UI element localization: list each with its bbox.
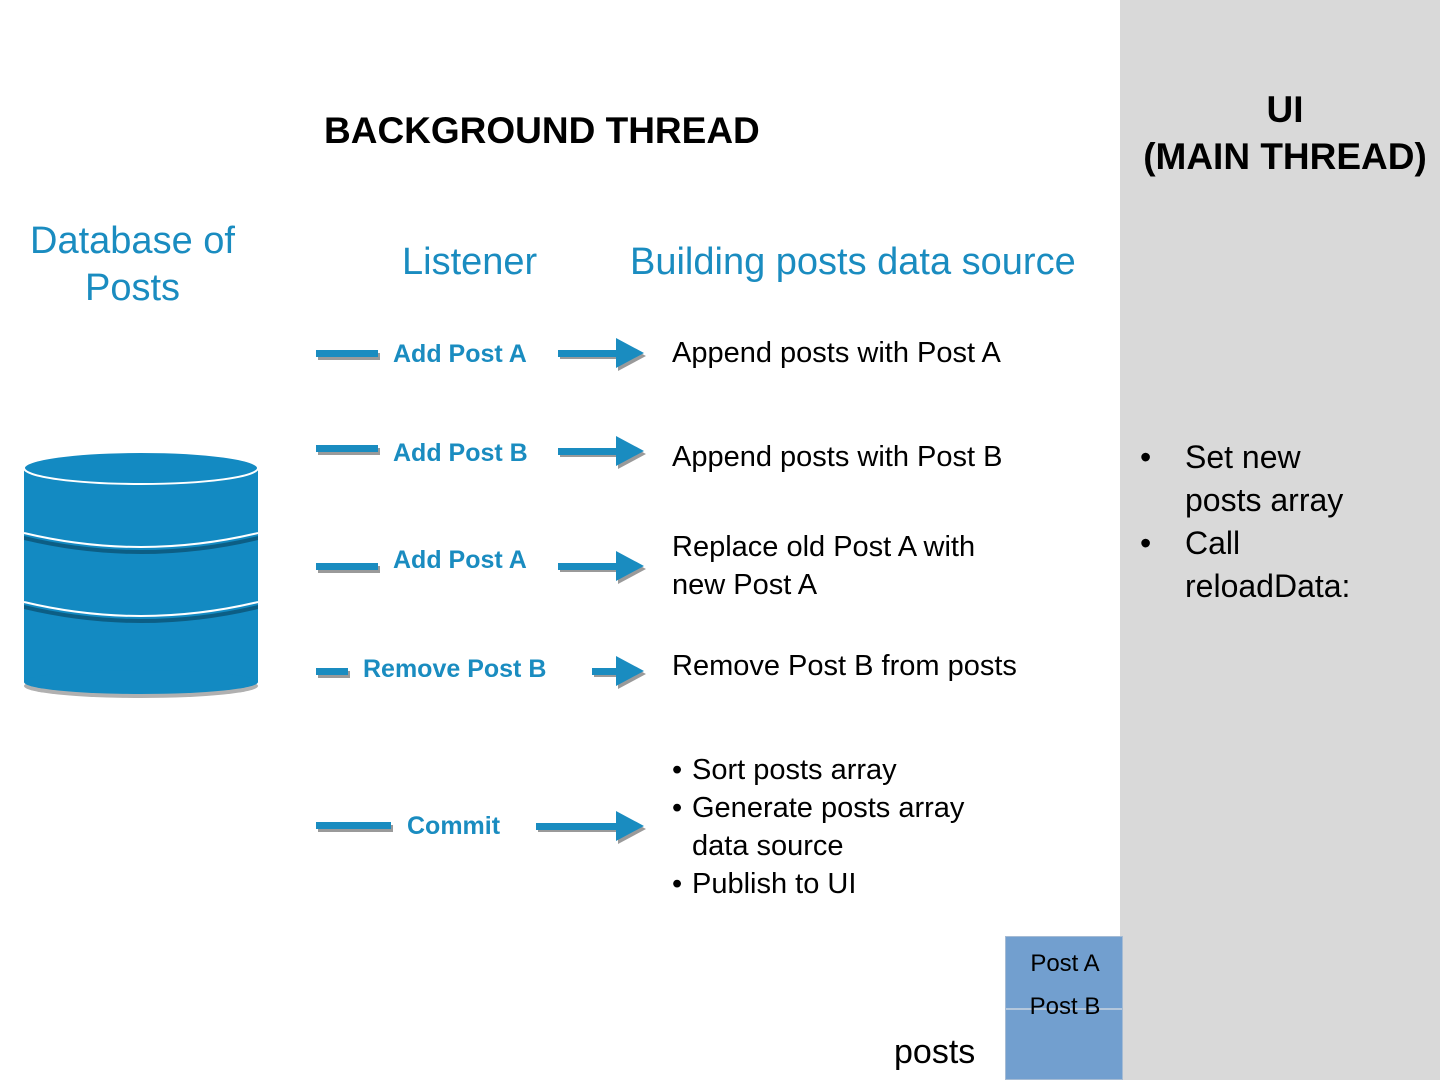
commit-step-continuation-text: data source [692,830,844,862]
event-description: Remove Post B from posts [672,650,1017,682]
database-heading-line2: Posts [84,267,181,309]
ui-action-line: Set new [1185,439,1301,475]
commit-step: Sort posts array [672,751,964,789]
listener-heading: Listener [402,241,538,283]
event-description-line1: Replace old Post A with [672,531,976,563]
ui-action-item: Call reloadData: [1140,522,1350,608]
event-label: Add Post A [393,546,527,574]
event-label: Add Post B [393,439,528,467]
listener-line [316,563,378,570]
commit-steps-list: Sort posts array Generate posts array da… [672,751,964,903]
right-arrow-icon [536,811,646,844]
background-thread-title: BACKGROUND THREAD [324,110,760,151]
right-arrow-icon [592,656,646,689]
ui-action-item: Set new posts array [1140,436,1350,522]
ui-action-line: posts array [1185,482,1344,518]
commit-step: Generate posts array [672,789,964,827]
posts-array-item: Post A [1030,950,1100,977]
event-description-line2: new Post A [672,569,818,601]
database-cylinder-icon [23,451,259,698]
right-arrow-icon [558,551,646,584]
event-description: Append posts with Post B [672,441,1003,473]
ui-action-line: reloadData: [1185,568,1351,604]
posts-array-item: Post B [1029,993,1101,1020]
posts-array-label: posts [894,1033,976,1071]
commit-step: Publish to UI [672,865,964,903]
event-description: Replace old Post A with new Post A [672,528,975,604]
listener-line [316,668,348,675]
listener-line [316,822,391,829]
listener-line [316,445,378,452]
event-label: Add Post A [393,340,527,368]
database-heading-line1: Database of [30,220,235,262]
event-label: Commit [407,812,501,840]
posts-array-box: Post A Post B [1005,936,1123,1080]
commit-step-continuation: data source [672,827,964,865]
ui-action-line: Call [1185,525,1241,561]
event-label: Remove Post B [363,655,547,683]
right-arrow-icon [558,338,646,371]
right-arrow-icon [558,436,646,469]
listener-line [316,350,378,357]
posts-array-divider [1006,1008,1122,1010]
ui-title-line2: (MAIN THREAD) [1143,136,1427,177]
ui-main-thread-title: UI (MAIN THREAD) [1120,86,1440,180]
building-heading: Building posts data source [630,241,1076,283]
database-heading: Database of Posts [10,218,255,312]
event-description: Append posts with Post A [672,337,1001,369]
ui-title-line1: UI [1266,89,1304,130]
ui-actions-list: Set new posts array Call reloadData: [1140,436,1350,608]
